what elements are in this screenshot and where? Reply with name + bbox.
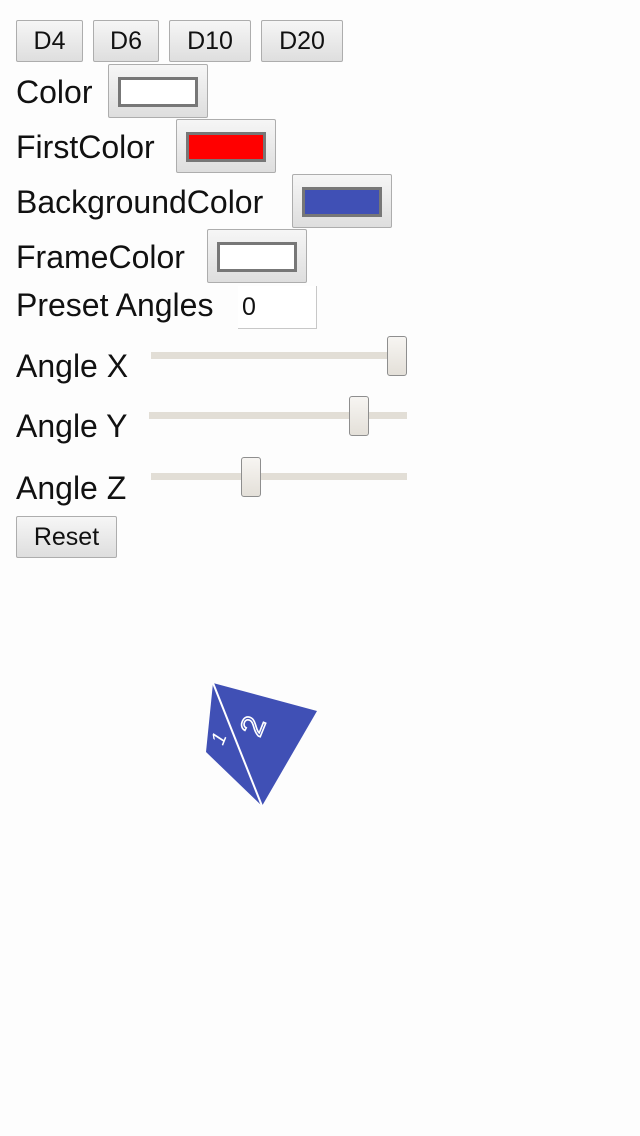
angle-z-thumb[interactable]	[241, 457, 261, 497]
die-face-right	[213, 683, 317, 806]
angle-x-slider[interactable]	[151, 336, 407, 380]
d4-button[interactable]: D4	[16, 20, 83, 62]
d6-button[interactable]: D6	[93, 20, 159, 62]
first-color-swatch	[186, 132, 266, 162]
background-color-swatch	[302, 187, 382, 217]
color-swatch	[118, 77, 198, 107]
angle-x-thumb[interactable]	[387, 336, 407, 376]
angle-x-label: Angle X	[16, 348, 129, 384]
frame-color-picker[interactable]	[207, 229, 307, 283]
angle-z-track	[151, 473, 407, 480]
angle-y-label: Angle Y	[16, 408, 128, 444]
reset-button[interactable]: Reset	[16, 516, 117, 558]
frame-color-label: FrameColor	[16, 239, 185, 275]
background-color-picker[interactable]	[292, 174, 392, 228]
angle-y-slider[interactable]	[149, 396, 407, 440]
preset-angles-input[interactable]	[238, 286, 317, 329]
angle-x-track	[151, 352, 407, 359]
angle-z-label: Angle Z	[16, 470, 127, 506]
die-edge	[212, 682, 263, 807]
color-picker[interactable]	[108, 64, 208, 118]
angle-y-track	[149, 412, 407, 419]
d4-die: 1 2	[206, 682, 317, 807]
background-color-label: BackgroundColor	[16, 184, 264, 220]
d10-button[interactable]: D10	[169, 20, 251, 62]
die-face-left	[206, 683, 262, 806]
d20-button[interactable]: D20	[261, 20, 343, 62]
frame-color-swatch	[217, 242, 297, 272]
first-color-picker[interactable]	[176, 119, 276, 173]
angle-z-slider[interactable]	[151, 457, 407, 501]
preset-angles-label: Preset Angles	[16, 287, 214, 323]
first-color-label: FirstColor	[16, 129, 155, 165]
angle-y-thumb[interactable]	[349, 396, 369, 436]
color-label: Color	[16, 74, 93, 110]
